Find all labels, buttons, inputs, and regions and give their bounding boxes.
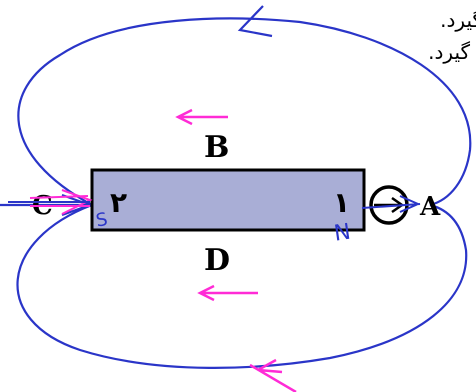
north-annotation: N — [333, 220, 353, 247]
magnet-right-end-label: ۱ — [333, 186, 350, 219]
magnet-left-end-label: ۲ — [110, 186, 127, 219]
point-b-label: B — [204, 130, 229, 165]
text-fragment-2: گیرد. — [428, 40, 470, 64]
point-a-label: A — [419, 192, 441, 222]
pink-arrow-bottom — [249, 358, 297, 392]
blue-arrow-a — [361, 195, 421, 213]
point-d-label: D — [204, 243, 230, 278]
pink-arrow-d — [197, 284, 258, 302]
south-annotation: S — [94, 209, 109, 232]
upper-field-arrow — [237, 5, 273, 38]
text-fragment-1: گیرد. — [440, 8, 476, 32]
lower-field-line — [16, 203, 468, 369]
upper-field-line — [17, 17, 472, 207]
bar-magnet — [90, 168, 366, 232]
pink-arrow-b — [175, 108, 228, 126]
pink-arrow-c-1 — [29, 189, 93, 215]
